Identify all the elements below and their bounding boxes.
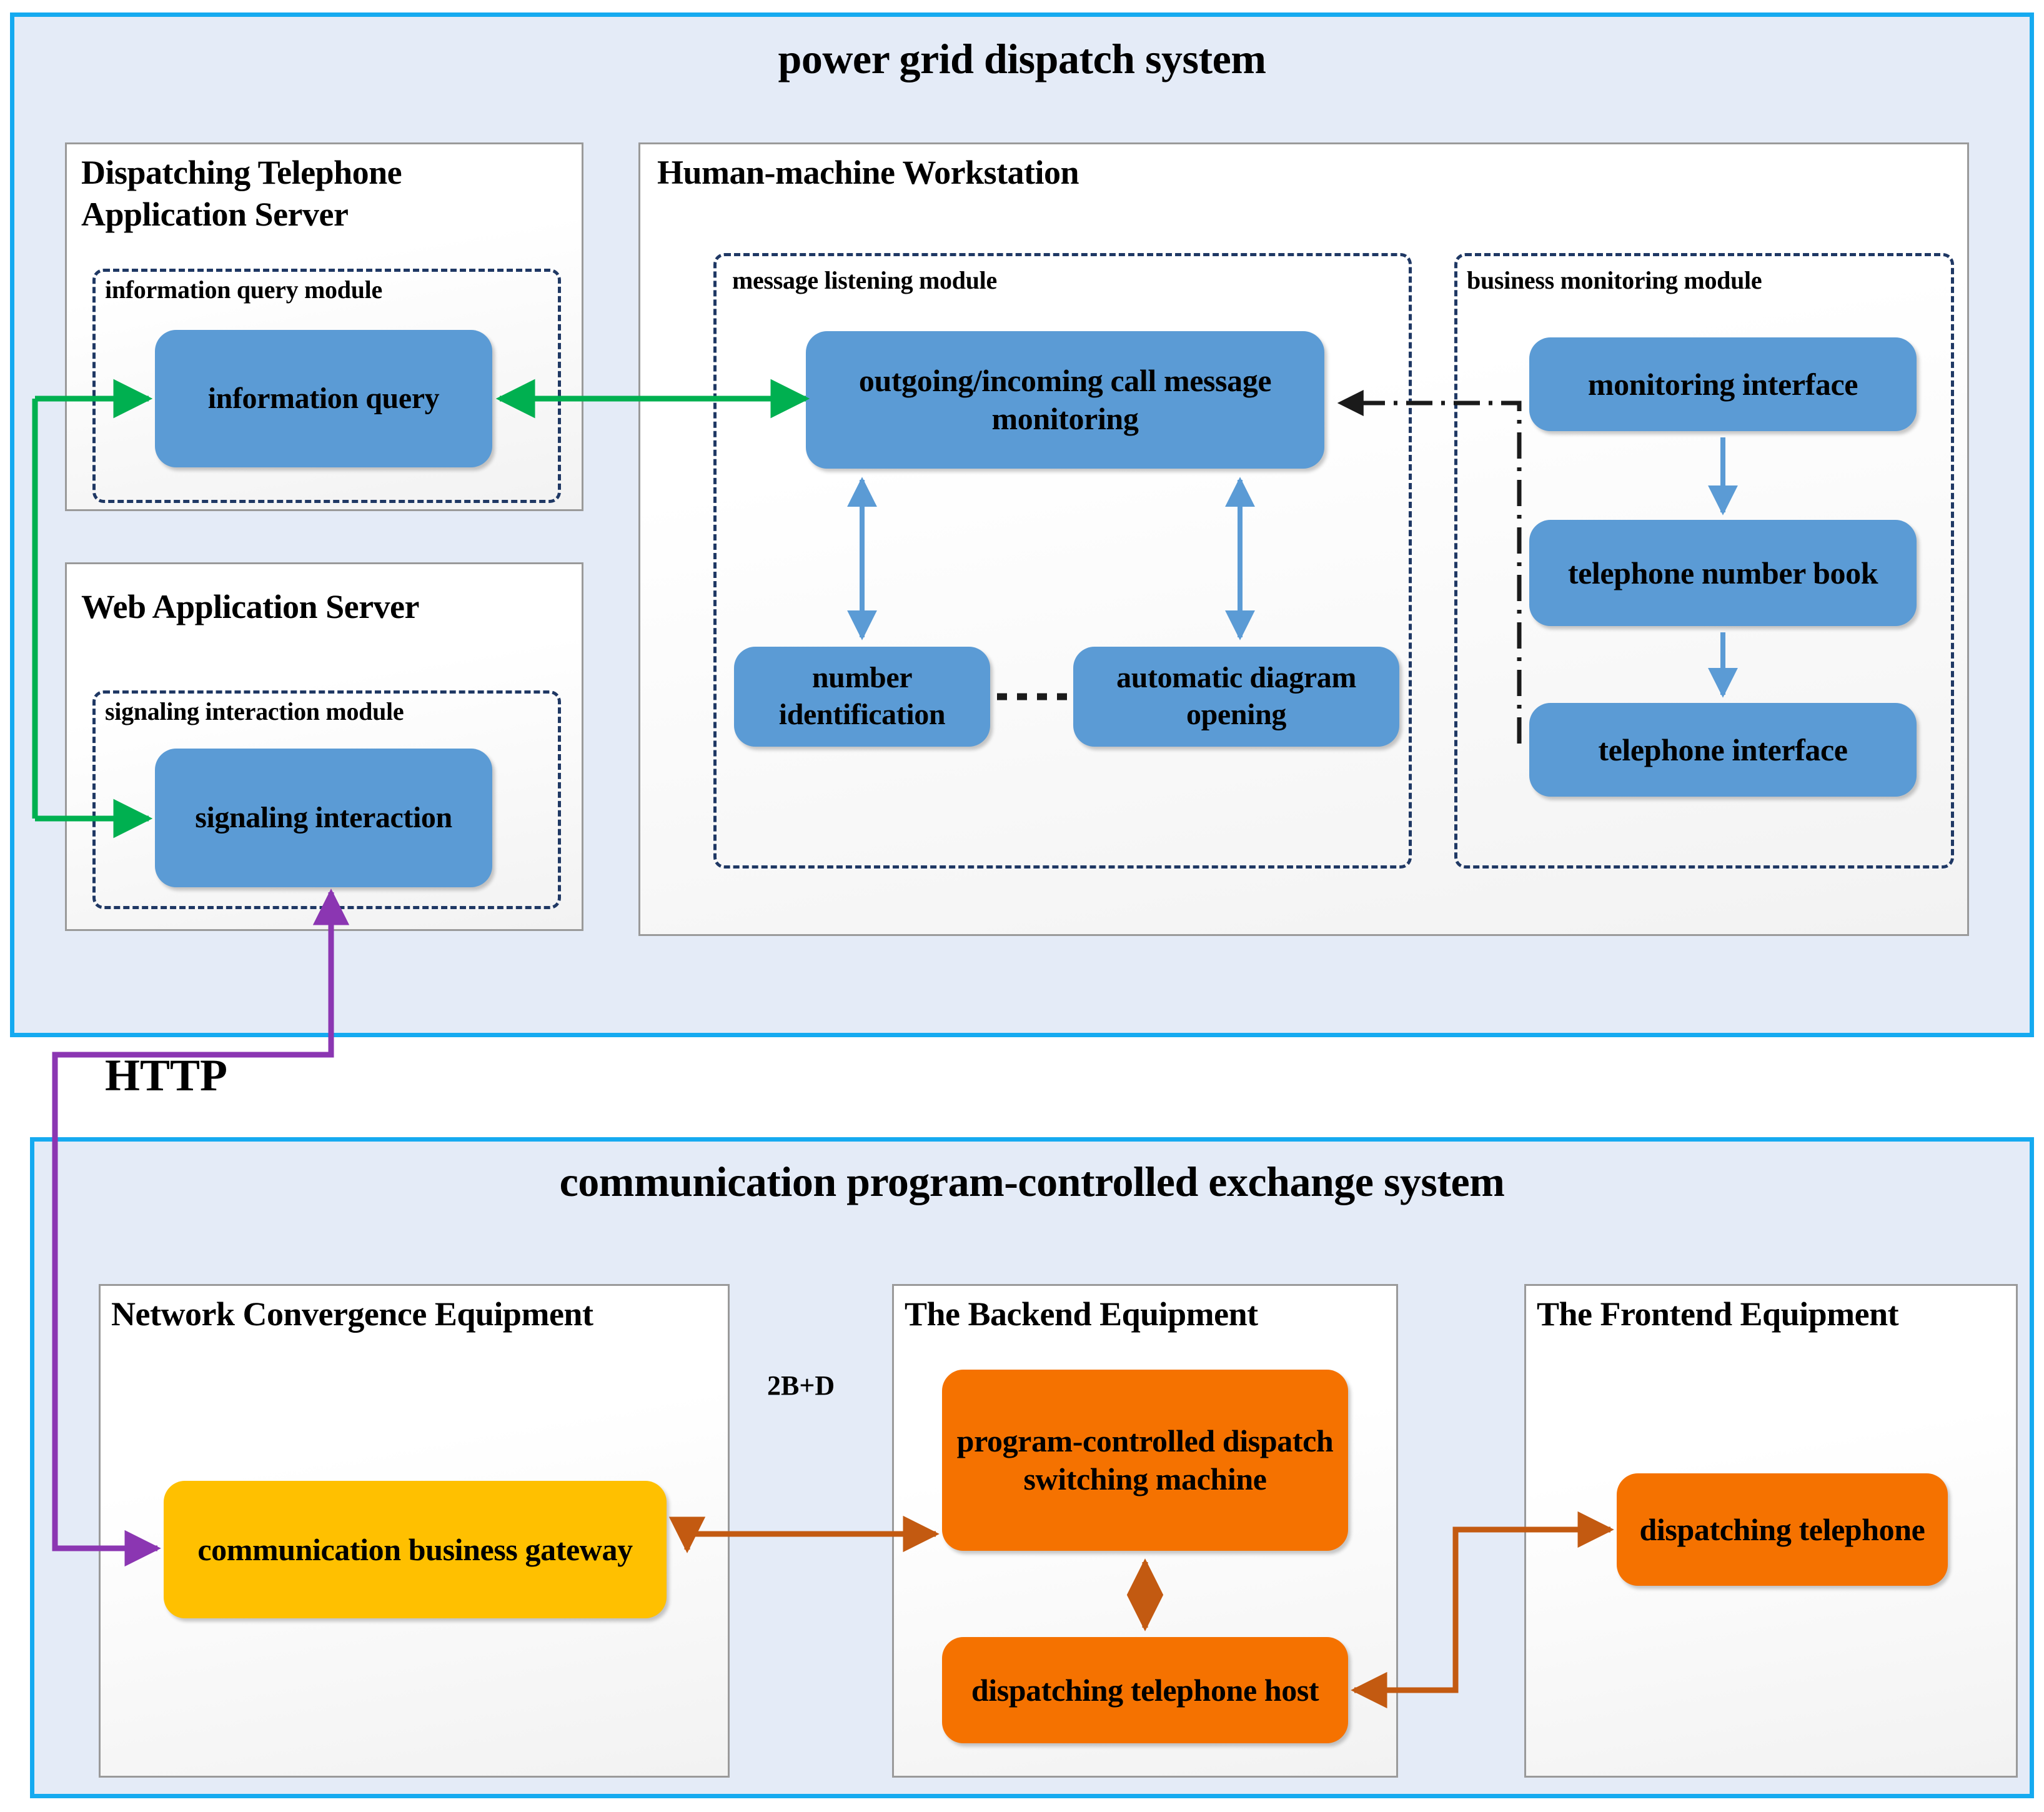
information-query-module-box [92, 269, 561, 503]
node-telephone-interface[interactable]: telephone interface [1529, 703, 1917, 797]
business-monitoring-module-label: business monitoring module [1467, 266, 1762, 294]
message-listening-module-label: message listening module [732, 266, 997, 294]
node-communication-business-gateway[interactable]: communication business gateway [164, 1481, 667, 1618]
node-information-query[interactable]: information query [155, 330, 492, 467]
node-outgoing-incoming-call-message-monitoring[interactable]: outgoing/incoming call message monitorin… [806, 331, 1324, 469]
dispatching-telephone-application-server-title-line2: Application Server [81, 196, 349, 233]
node-monitoring-interface[interactable]: monitoring interface [1529, 337, 1917, 431]
communication-exchange-system-title: communication program-controlled exchang… [559, 1158, 1505, 1205]
web-application-server-title: Web Application Server [81, 588, 420, 625]
information-query-module-label: information query module [105, 276, 382, 304]
node-signaling-interaction[interactable]: signaling interaction [155, 749, 492, 887]
twobd-edge-label: 2B+D [767, 1370, 835, 1401]
node-number-identification[interactable]: number identification [734, 647, 990, 747]
dispatching-telephone-application-server-title-line1: Dispatching Telephone [81, 154, 402, 191]
human-machine-workstation-title: Human-machine Workstation [657, 154, 1079, 191]
node-program-controlled-dispatch-switching-machine[interactable]: program-controlled dispatch switching ma… [942, 1370, 1348, 1551]
node-telephone-number-book[interactable]: telephone number book [1529, 520, 1917, 626]
power-grid-dispatch-system-title: power grid dispatch system [778, 35, 1267, 82]
node-dispatching-telephone-host[interactable]: dispatching telephone host [942, 1637, 1348, 1743]
frontend-equipment-title: The Frontend Equipment [1537, 1295, 1899, 1333]
signaling-interaction-module-label: signaling interaction module [105, 697, 404, 725]
node-automatic-diagram-opening[interactable]: automatic diagram opening [1073, 647, 1399, 747]
node-dispatching-telephone[interactable]: dispatching telephone [1617, 1473, 1948, 1586]
network-convergence-equipment-title: Network Convergence Equipment [111, 1295, 593, 1333]
http-edge-label: HTTP [105, 1050, 228, 1100]
backend-equipment-title: The Backend Equipment [905, 1295, 1258, 1333]
